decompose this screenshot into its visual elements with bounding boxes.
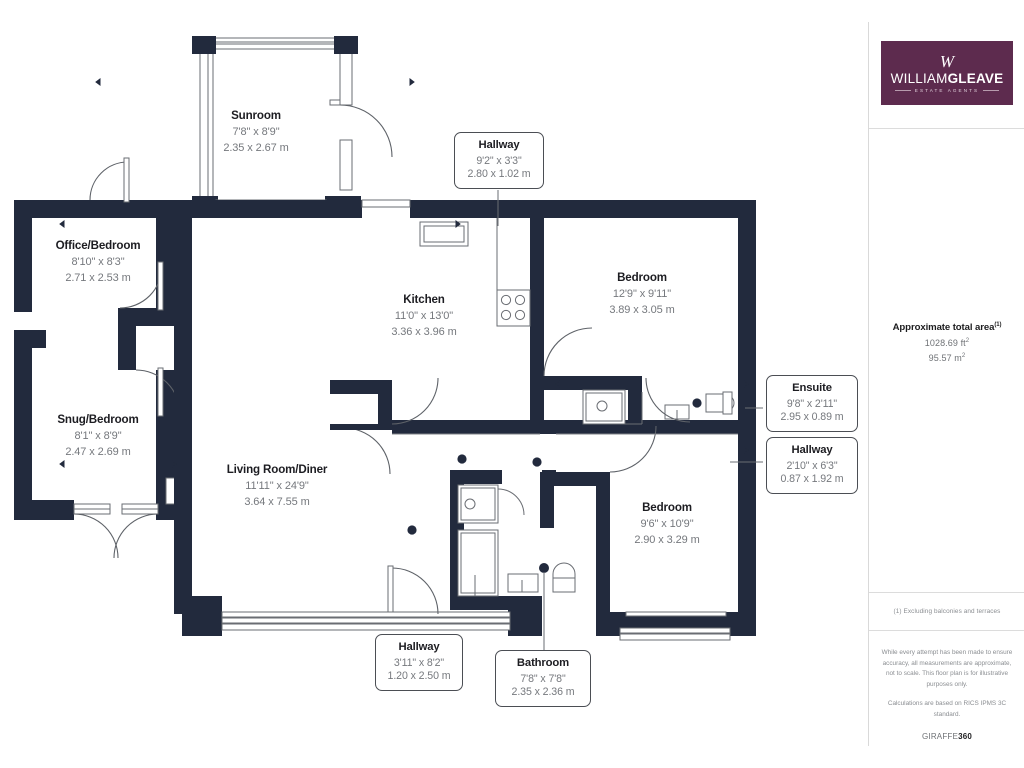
room-dimension-metric: 2.35 x 2.67 m bbox=[223, 141, 289, 154]
room-dimension-imperial: 8'10" x 8'3" bbox=[71, 256, 125, 269]
callout-dimension-imperial: 9'2" x 3'3" bbox=[476, 154, 522, 167]
total-area-block: Approximate total area(1) 1028.69 ft2 95… bbox=[869, 322, 1024, 363]
room-name: Snug/Bedroom bbox=[57, 413, 139, 426]
room-name: Living Room/Diner bbox=[226, 463, 328, 476]
room-dimension-imperial: 12'9" x 9'11" bbox=[612, 288, 672, 301]
room-dimension-metric: 3.64 x 7.55 m bbox=[244, 495, 310, 508]
legal-paragraph-2: Calculations are based on RICS IPMS 3C s… bbox=[887, 700, 1007, 718]
room-label-office-bedroom: Office/Bedroom 8'10" x 8'3" 2.71 x 2.53 … bbox=[18, 238, 178, 285]
logo-word-thin: WILLIAM bbox=[890, 70, 948, 86]
logo-subtitle-row: ESTATE AGENTS bbox=[895, 88, 999, 93]
room-label-sunroom: Sunroom 7'8" x 8'9" 2.35 x 2.67 m bbox=[186, 108, 326, 155]
callout-dimension-metric: 1.20 x 2.50 m bbox=[387, 670, 451, 683]
floor-plan-drawing bbox=[14, 36, 763, 650]
callout-dimension-metric: 2.80 x 1.02 m bbox=[467, 168, 531, 181]
room-label-bedroom-2: Bedroom 9'6" x 10'9" 2.90 x 3.29 m bbox=[595, 500, 739, 547]
logo-word-bold: GLEAVE bbox=[947, 70, 1004, 86]
total-area-metric-unit-sup: 2 bbox=[961, 353, 966, 360]
logo-rule-left bbox=[895, 89, 911, 91]
total-area-imperial-unit-sup: 2 bbox=[965, 338, 970, 345]
sidebar-divider-top bbox=[869, 128, 1024, 129]
room-label-living-room-diner: Living Room/Diner 11'11" x 24'9" 3.64 x … bbox=[188, 462, 366, 509]
brand-prefix: GIRAFFE bbox=[921, 732, 959, 741]
total-area-title: Approximate total area(1) bbox=[869, 322, 1024, 333]
total-area-imperial-value: 1028.69 ft bbox=[924, 338, 966, 349]
callout-dimension-imperial: 9'8" x 2'11" bbox=[786, 397, 838, 410]
callout-name: Hallway bbox=[398, 641, 440, 653]
sidebar-divider-middle bbox=[869, 592, 1024, 593]
logo-rule-right bbox=[983, 89, 999, 91]
dimension-arrows-group bbox=[59, 78, 749, 649]
room-label-kitchen: Kitchen 11'0" x 13'0" 3.36 x 3.96 m bbox=[352, 292, 496, 339]
callout-bathroom: Bathroom 7'8" x 7'8" 2.35 x 2.36 m bbox=[495, 650, 591, 708]
room-label-snug-bedroom: Snug/Bedroom 8'1" x 8'9" 2.47 x 2.69 m bbox=[18, 412, 178, 459]
total-area-metric: 95.57 m2 bbox=[869, 353, 1024, 363]
room-dimension-metric: 2.71 x 2.53 m bbox=[65, 271, 131, 284]
legal-paragraph-1: While every attempt has been made to ens… bbox=[881, 649, 1013, 688]
floor-plan-svg bbox=[14, 36, 763, 650]
room-name: Office/Bedroom bbox=[55, 239, 141, 252]
callout-dimension-imperial: 7'8" x 7'8" bbox=[520, 672, 566, 685]
callout-hallway-top: Hallway 9'2" x 3'3" 2.80 x 1.02 m bbox=[454, 132, 544, 190]
logo-monogram-icon: W bbox=[939, 51, 955, 71]
room-dimension-imperial: 11'0" x 13'0" bbox=[394, 310, 454, 323]
room-label-bedroom-1: Bedroom 12'9" x 9'11" 3.89 x 3.05 m bbox=[570, 270, 714, 317]
walls-group bbox=[14, 36, 756, 641]
footnote-text: (1) Excluding balconies and terraces bbox=[893, 608, 1001, 615]
room-dimension-imperial: 8'1" x 8'9" bbox=[74, 430, 122, 443]
room-dimension-metric: 2.90 x 3.29 m bbox=[634, 533, 700, 546]
room-name: Bedroom bbox=[642, 501, 692, 514]
callout-hallway-right: Hallway 2'10" x 6'3" 0.87 x 1.92 m bbox=[766, 437, 858, 495]
room-dimension-imperial: 11'11" x 24'9" bbox=[245, 480, 309, 493]
room-dimension-imperial: 9'6" x 10'9" bbox=[640, 518, 694, 531]
callout-dimension-imperial: 3'11" x 8'2" bbox=[393, 656, 445, 669]
total-area-footnote-marker: (1) bbox=[994, 322, 1002, 328]
room-dimension-metric: 3.89 x 3.05 m bbox=[609, 303, 675, 316]
callout-dimension-imperial: 2'10" x 6'3" bbox=[786, 459, 838, 472]
giraffe360-brand: GIRAFFE360 bbox=[869, 732, 1024, 741]
sidebar-divider-lower bbox=[869, 630, 1024, 631]
legal-disclaimer: While every attempt has been made to ens… bbox=[879, 648, 1015, 720]
callout-name: Hallway bbox=[791, 444, 833, 456]
room-dimension-metric: 3.36 x 3.96 m bbox=[391, 325, 457, 338]
room-dimension-imperial: 7'8" x 8'9" bbox=[232, 126, 280, 139]
callout-ensuite: Ensuite 9'8" x 2'11" 2.95 x 0.89 m bbox=[766, 375, 858, 433]
total-area-imperial: 1028.69 ft2 bbox=[869, 338, 1024, 348]
callout-name: Bathroom bbox=[516, 657, 570, 669]
room-name: Sunroom bbox=[231, 109, 281, 122]
brand-suffix: 360 bbox=[958, 732, 973, 741]
total-area-metric-value: 95.57 m bbox=[928, 353, 962, 364]
callout-hallway-bottom: Hallway 3'11" x 8'2" 1.20 x 2.50 m bbox=[375, 634, 463, 692]
callout-name: Ensuite bbox=[792, 382, 832, 394]
room-name: Bedroom bbox=[617, 271, 667, 284]
callout-name: Hallway bbox=[478, 139, 520, 151]
logo-subtitle: ESTATE AGENTS bbox=[914, 87, 980, 93]
total-area-title-text: Approximate total area bbox=[892, 322, 995, 334]
callout-dimension-metric: 2.35 x 2.36 m bbox=[511, 686, 575, 699]
callout-dimension-metric: 0.87 x 1.92 m bbox=[780, 473, 844, 486]
room-name: Kitchen bbox=[403, 293, 445, 306]
callout-dimension-metric: 2.95 x 0.89 m bbox=[780, 411, 844, 424]
room-dimension-metric: 2.47 x 2.69 m bbox=[65, 445, 131, 458]
